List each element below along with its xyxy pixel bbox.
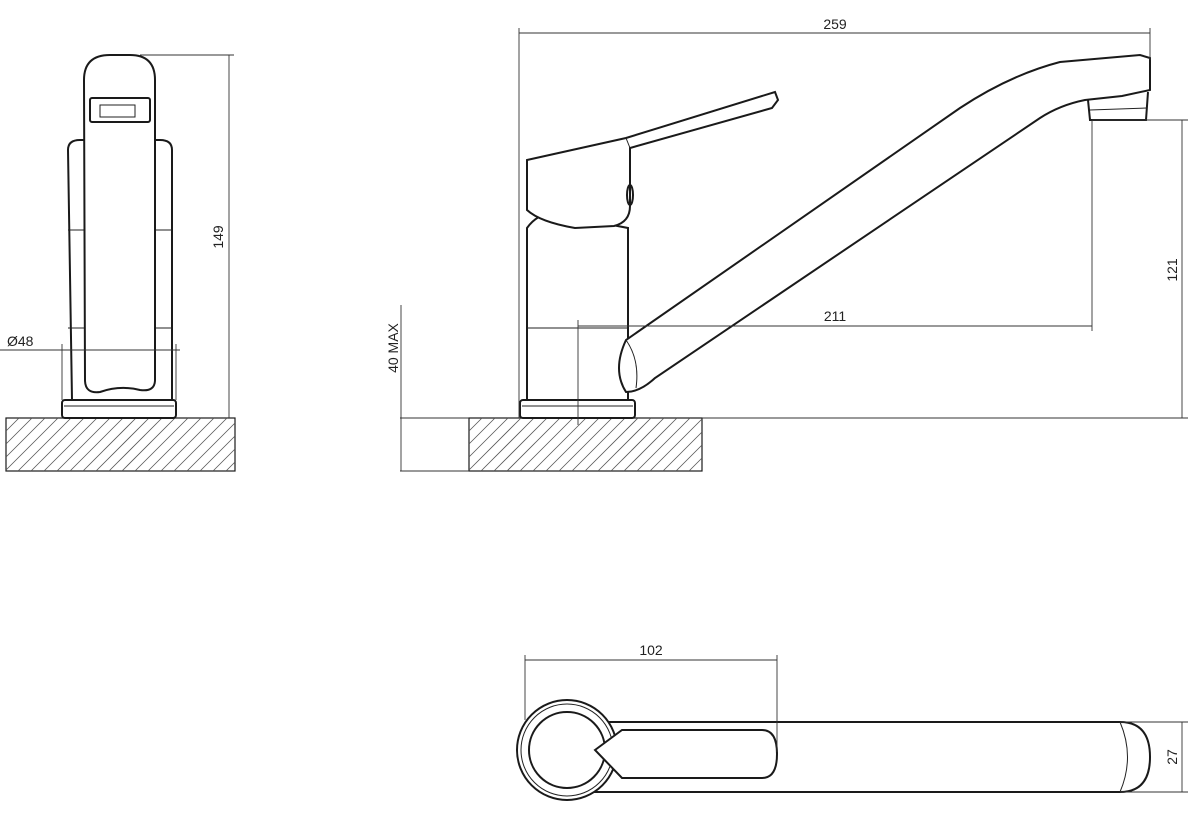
hatch-line xyxy=(662,431,703,472)
side-countertop-hatch xyxy=(468,417,703,472)
hatch-line xyxy=(636,417,691,472)
hatch-line xyxy=(5,417,20,432)
diameter-dimension-label: Ø48 xyxy=(7,333,34,349)
side-view: 40 MAX 259 211 121 xyxy=(385,16,1188,472)
height-dimension-label: 149 xyxy=(210,225,226,249)
spout-width-dimension-label: 27 xyxy=(1164,749,1180,765)
hatch-line xyxy=(212,448,236,472)
hatch-line xyxy=(173,417,228,472)
hatch-line xyxy=(468,417,496,445)
side-base xyxy=(519,399,636,419)
hatch-line xyxy=(468,417,483,432)
hatch-line xyxy=(160,417,215,472)
hatch-line xyxy=(519,417,574,472)
hatch-line xyxy=(121,417,176,472)
side-body xyxy=(526,212,629,400)
hatch-line xyxy=(43,417,98,472)
hatch-line xyxy=(545,417,600,472)
hatch-line xyxy=(623,417,678,472)
hatch-line xyxy=(5,417,59,471)
hatch-line xyxy=(82,417,137,472)
hatch-line xyxy=(199,435,236,472)
hatch-line xyxy=(69,417,124,472)
hatch-line xyxy=(134,417,189,472)
hatch-line xyxy=(468,417,522,471)
hatch-line xyxy=(532,417,587,472)
front-base xyxy=(61,399,177,419)
side-lever xyxy=(526,90,780,230)
spout xyxy=(618,53,1151,394)
hatch-line xyxy=(597,417,652,472)
hatch-line xyxy=(17,417,72,472)
overall-length-dimension-label: 259 xyxy=(823,16,847,32)
hatch-line xyxy=(610,417,665,472)
hatch-line xyxy=(688,457,703,472)
hatch-line xyxy=(584,417,639,472)
lever-length-dimension-label: 102 xyxy=(639,642,663,658)
front-view: 149 Ø48 xyxy=(0,54,236,472)
thickness-dimension-label: 40 MAX xyxy=(385,322,401,372)
top-lever xyxy=(593,729,779,779)
hatch-line xyxy=(480,417,535,472)
top-spout-arm xyxy=(567,721,1152,793)
hatch-line xyxy=(186,422,236,472)
hatch-line xyxy=(649,418,703,472)
hatch-line xyxy=(108,417,163,472)
hatch-line xyxy=(468,417,509,458)
hatch-line xyxy=(558,417,613,472)
spout-height-dimension-label: 121 xyxy=(1164,258,1180,282)
hatch-line xyxy=(506,417,561,472)
spout-reach-dimension-label: 211 xyxy=(824,308,847,324)
hatch-line xyxy=(30,417,85,472)
hatch-line xyxy=(147,417,202,472)
top-view: 102 27 xyxy=(516,642,1188,801)
hatch-line xyxy=(95,417,150,472)
hatch-line xyxy=(571,417,626,472)
front-countertop-hatch xyxy=(5,417,236,472)
hatch-line xyxy=(225,461,236,472)
front-lever xyxy=(82,54,156,394)
hatch-line xyxy=(5,417,46,458)
hatch-line xyxy=(675,444,703,472)
hatch-line xyxy=(5,417,33,445)
hatch-line xyxy=(493,417,548,472)
hatch-line xyxy=(56,417,111,472)
